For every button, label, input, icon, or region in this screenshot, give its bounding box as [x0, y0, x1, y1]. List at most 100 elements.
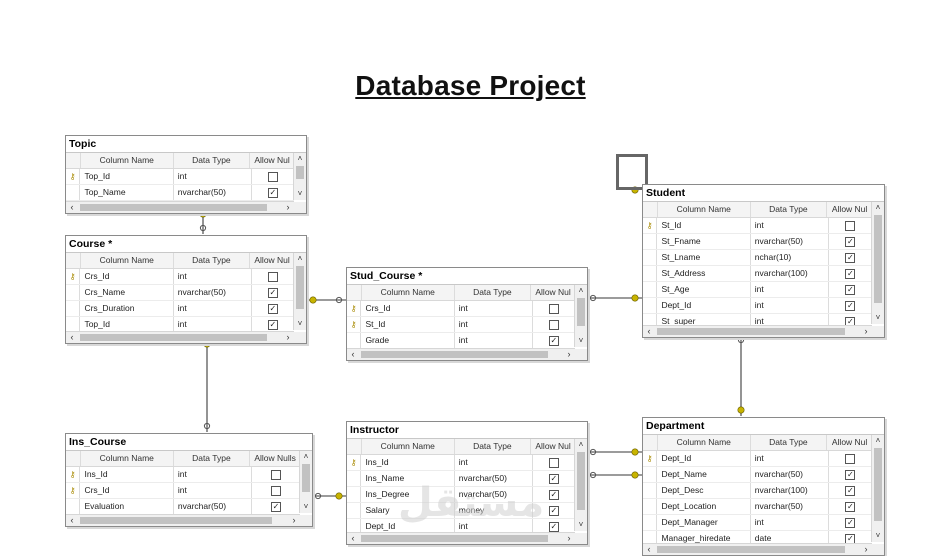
data-type-cell[interactable]: int [453, 301, 532, 316]
column-name-cell[interactable]: Dept_Id [656, 451, 749, 466]
data-type-cell[interactable]: int [172, 317, 251, 332]
scroll-thumb[interactable] [577, 298, 585, 326]
column-name-cell[interactable]: St_super [656, 314, 749, 329]
column-name-cell[interactable]: St_Id [656, 218, 749, 233]
scroll-left-icon[interactable]: ‹ [647, 326, 651, 336]
allow-nulls-checkbox[interactable]: ✓ [845, 301, 856, 311]
allow-nulls-checkbox[interactable]: ✓ [845, 253, 856, 263]
scroll-right-icon[interactable]: › [567, 533, 571, 543]
allow-nulls-checkbox[interactable] [548, 320, 559, 330]
data-type-cell[interactable]: date [749, 531, 828, 546]
column-name-cell[interactable]: Manager_hiredate [656, 531, 749, 546]
data-type-cell[interactable]: int [172, 467, 251, 482]
scroll-up-icon[interactable]: ˄ [578, 286, 584, 295]
table-title[interactable]: Ins_Course [66, 434, 312, 451]
data-type-cell[interactable]: int [749, 451, 828, 466]
vertical-scrollbar[interactable]: ˄˅ [574, 285, 587, 347]
data-type-cell[interactable]: int [453, 519, 532, 534]
column-name-cell[interactable]: Top_Name [79, 185, 172, 200]
column-name-cell[interactable]: Crs_Id [79, 269, 172, 284]
data-type-cell[interactable]: int [172, 483, 251, 498]
scroll-thumb[interactable] [296, 266, 304, 309]
data-type-cell[interactable]: nvarchar(50) [453, 471, 532, 486]
allow-nulls-checkbox[interactable] [270, 470, 281, 480]
column-name-cell[interactable]: Ins_Id [79, 467, 172, 482]
table-title[interactable]: Student [643, 185, 884, 202]
allow-nulls-checkbox[interactable]: ✓ [548, 490, 559, 500]
table-title[interactable]: Department [643, 418, 884, 435]
scroll-thumb[interactable] [80, 517, 272, 524]
scroll-right-icon[interactable]: › [286, 332, 290, 342]
column-name-cell[interactable]: St_Address [656, 266, 749, 281]
data-type-cell[interactable]: nvarchar(50) [172, 499, 251, 514]
table-title[interactable]: Instructor [347, 422, 587, 439]
allow-nulls-checkbox[interactable] [548, 304, 559, 314]
scroll-thumb[interactable] [361, 351, 548, 358]
column-name-cell[interactable]: Dept_Location [656, 499, 749, 514]
data-type-cell[interactable]: nvarchar(50) [453, 487, 532, 502]
data-type-cell[interactable]: int [749, 515, 828, 530]
column-name-cell[interactable]: Top_Id [79, 169, 172, 184]
column-name-cell[interactable]: Crs_Duration [79, 301, 172, 316]
scroll-up-icon[interactable]: ˄ [875, 203, 881, 212]
scroll-up-icon[interactable]: ˄ [875, 436, 881, 445]
allow-nulls-checkbox[interactable]: ✓ [267, 304, 278, 314]
column-name-cell[interactable]: Dept_Manager [656, 515, 749, 530]
data-type-cell[interactable]: int [453, 455, 532, 470]
scroll-down-icon[interactable]: ˅ [875, 313, 881, 322]
scroll-down-icon[interactable]: ˅ [303, 502, 309, 511]
column-name-cell[interactable]: St_Fname [656, 234, 749, 249]
scroll-down-icon[interactable]: ˅ [578, 520, 584, 529]
horizontal-scrollbar[interactable]: ‹› [66, 514, 300, 526]
horizontal-scrollbar[interactable]: ‹› [643, 543, 872, 555]
vertical-scrollbar[interactable]: ˄˅ [293, 253, 306, 330]
scroll-right-icon[interactable]: › [292, 515, 296, 525]
scroll-thumb[interactable] [874, 215, 882, 303]
scroll-right-icon[interactable]: › [567, 349, 571, 359]
scroll-right-icon[interactable]: › [864, 544, 868, 554]
scroll-up-icon[interactable]: ˄ [303, 452, 309, 461]
allow-nulls-checkbox[interactable]: ✓ [270, 502, 281, 512]
column-name-cell[interactable]: Crs_Name [79, 285, 172, 300]
scroll-left-icon[interactable]: ‹ [351, 533, 355, 543]
column-name-cell[interactable]: Ins_Degree [360, 487, 453, 502]
allow-nulls-checkbox[interactable]: ✓ [845, 237, 856, 247]
column-name-cell[interactable]: Ins_Id [360, 455, 453, 470]
scroll-left-icon[interactable]: ‹ [351, 349, 355, 359]
column-name-cell[interactable]: Dept_Name [656, 467, 749, 482]
allow-nulls-checkbox[interactable]: ✓ [845, 518, 856, 528]
allow-nulls-checkbox[interactable] [548, 458, 559, 468]
vertical-scrollbar[interactable]: ˄˅ [299, 451, 312, 513]
allow-nulls-checkbox[interactable]: ✓ [267, 320, 278, 330]
allow-nulls-checkbox[interactable]: ✓ [548, 506, 559, 516]
column-name-cell[interactable]: Top_Id [79, 317, 172, 332]
allow-nulls-checkbox[interactable]: ✓ [845, 486, 856, 496]
vertical-scrollbar[interactable]: ˄˅ [574, 439, 587, 531]
allow-nulls-checkbox[interactable] [845, 221, 856, 231]
scroll-thumb[interactable] [80, 204, 267, 211]
scroll-right-icon[interactable]: › [864, 326, 868, 336]
table-title[interactable]: Stud_Course * [347, 268, 587, 285]
scroll-left-icon[interactable]: ‹ [70, 332, 74, 342]
vertical-scrollbar[interactable]: ˄˅ [293, 153, 306, 200]
